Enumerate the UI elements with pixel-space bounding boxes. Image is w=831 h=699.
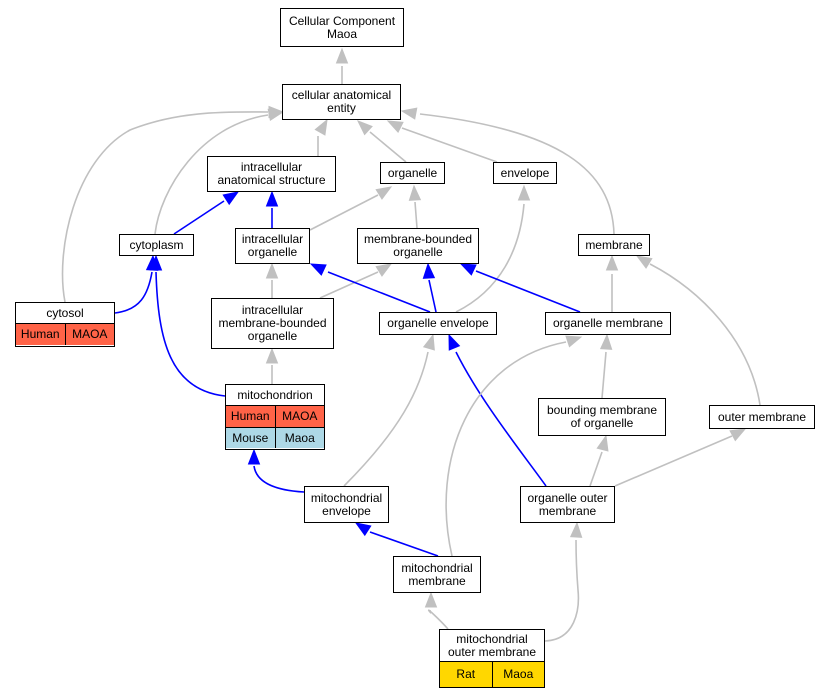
node-mitochondrion[interactable]: mitochondrion Human MAOA Mouse Maoa <box>225 384 325 450</box>
edge-mbo-organelle <box>414 201 418 229</box>
edge-mitochondrion-cytoplasm <box>155 271 226 397</box>
edge-mitochondrion-cytoplasm-arrowhead <box>149 254 163 271</box>
annotation-row-rat: Rat Maoa <box>440 662 544 687</box>
node-organelle-envelope[interactable]: organelle envelope <box>379 312 497 335</box>
gene-cell: Maoa <box>274 428 325 448</box>
node-cytoplasm[interactable]: cytoplasm <box>119 234 194 256</box>
node-membrane[interactable]: membrane <box>578 234 650 256</box>
edge-me-oe-arrowhead <box>422 333 435 351</box>
edge-organelle-cae <box>369 131 407 163</box>
edge-membrane-cae-arrowhead <box>400 107 418 120</box>
node-cellular-component-maoa[interactable]: Cellular Component Maoa <box>280 8 404 47</box>
edge-oom-outer <box>614 435 733 487</box>
gene-cell: MAOA <box>274 406 325 427</box>
edge-me-mitochondrion <box>253 465 305 493</box>
edge-cytoplasm-cae <box>154 114 269 235</box>
node-outer-membrane[interactable]: outer membrane <box>709 405 815 429</box>
edge-oe-mbo-arrowhead <box>422 262 436 279</box>
edge-io-ias-arrowhead <box>265 190 279 207</box>
edge-oe-envelope <box>455 203 525 313</box>
edge-ias-cae-arrowhead <box>314 118 328 136</box>
node-mitochondrial-envelope[interactable]: mitochondrial envelope <box>304 486 389 523</box>
edge-organelle-cae-arrowhead <box>356 120 373 136</box>
species-cell: Human <box>20 327 60 341</box>
node-mitochondrial-membrane[interactable]: mitochondrial membrane <box>393 556 481 593</box>
gene-cell: MAOA <box>64 324 115 345</box>
edge-om-membrane-arrowhead <box>605 254 619 271</box>
edge-outer-membrane-arrowhead <box>635 255 653 269</box>
edge-me-oe <box>343 351 429 487</box>
edge-mom-oom-arrowhead <box>569 521 583 538</box>
node-intracellular-membrane-bounded-organelle[interactable]: intracellular membrane-bounded organelle <box>211 298 334 349</box>
edge-om-mbo <box>475 270 581 313</box>
edge-mbo-organelle-arrowhead <box>408 184 422 201</box>
edge-oe-io <box>327 271 431 313</box>
node-mom-title: mitochondrial outer membrane <box>440 630 544 662</box>
edge-imbo-io-arrowhead <box>265 262 279 279</box>
node-mitochondrial-outer-membrane[interactable]: mitochondrial outer membrane Rat Maoa <box>439 629 545 688</box>
edge-cytoplasm-ias <box>173 200 225 235</box>
node-intracellular-organelle[interactable]: intracellular organelle <box>235 228 310 264</box>
edge-oe-io-arrowhead <box>309 263 327 276</box>
edge-oe-mbo <box>428 279 437 313</box>
node-organelle-membrane[interactable]: organelle membrane <box>545 312 671 335</box>
edge-envelope-cae <box>401 127 498 163</box>
annotation-row-human: Human MAOA <box>226 406 324 427</box>
node-membrane-bounded-organelle[interactable]: membrane-bounded organelle <box>357 228 479 264</box>
edge-outer-membrane <box>649 263 761 406</box>
edge-mitochondrion-imbo-arrowhead <box>265 347 279 364</box>
edge-mm-om <box>445 341 567 557</box>
species-cell: Rat <box>456 667 476 681</box>
edge-om-mbo-arrowhead <box>459 263 477 276</box>
edge-mom-mm-arrowhead <box>424 591 438 608</box>
node-cellular-anatomical-entity[interactable]: cellular anatomical entity <box>282 84 401 120</box>
edge-bmo-om-arrowhead <box>599 333 613 350</box>
edge-cytosol-cytoplasm <box>114 271 153 314</box>
edge-mm-om-arrowhead <box>565 335 583 348</box>
node-cytosol-title: cytosol <box>16 303 114 324</box>
edge-imbo-mbo <box>319 271 379 299</box>
node-organelle-outer-membrane[interactable]: organelle outer membrane <box>520 486 615 523</box>
edge-oom-bmo-arrowhead <box>596 434 609 452</box>
edge-cytoplasm-ias-arrowhead <box>222 191 240 206</box>
edge-oom-oe <box>455 351 547 487</box>
species-cell: Human <box>230 409 270 423</box>
edge-mm-me <box>369 531 439 557</box>
edge-mom-mm <box>427 609 449 630</box>
edge-me-mitochondrion-arrowhead <box>247 448 261 465</box>
annotation-row-human: Human MAOA <box>16 324 114 345</box>
edge-cae-root-arrowhead <box>335 47 349 64</box>
annotation-row-mouse: Mouse Maoa <box>226 427 324 448</box>
edge-oe-envelope-arrowhead <box>517 184 531 201</box>
node-intracellular-anatomical-structure[interactable]: intracellular anatomical structure <box>207 156 336 192</box>
edge-cytosol-cae <box>61 111 269 303</box>
edge-oom-outer-arrowhead <box>729 428 747 442</box>
gene-cell: Maoa <box>491 662 545 687</box>
node-mitochondrion-title: mitochondrion <box>226 385 324 406</box>
edge-mom-oom <box>544 539 580 642</box>
edge-membrane-cae <box>419 113 615 235</box>
edge-oom-oe-arrowhead <box>448 333 461 351</box>
edge-imbo-mbo-arrowhead <box>375 263 393 277</box>
edge-bmo-om <box>601 351 607 399</box>
edge-envelope-cae-arrowhead <box>386 120 404 134</box>
node-bounding-membrane-of-organelle[interactable]: bounding membrane of organelle <box>538 398 666 436</box>
node-cytosol[interactable]: cytosol Human MAOA <box>15 302 115 347</box>
edge-cytosol-cae-arrowhead <box>268 105 285 119</box>
node-envelope[interactable]: envelope <box>493 162 557 184</box>
edge-mm-me-arrowhead <box>354 522 372 537</box>
edge-io-organelle-arrowhead <box>375 186 393 200</box>
node-organelle[interactable]: organelle <box>380 162 445 184</box>
edge-oom-bmo <box>589 451 603 487</box>
edge-io-organelle <box>309 194 379 231</box>
species-cell: Mouse <box>232 430 269 445</box>
